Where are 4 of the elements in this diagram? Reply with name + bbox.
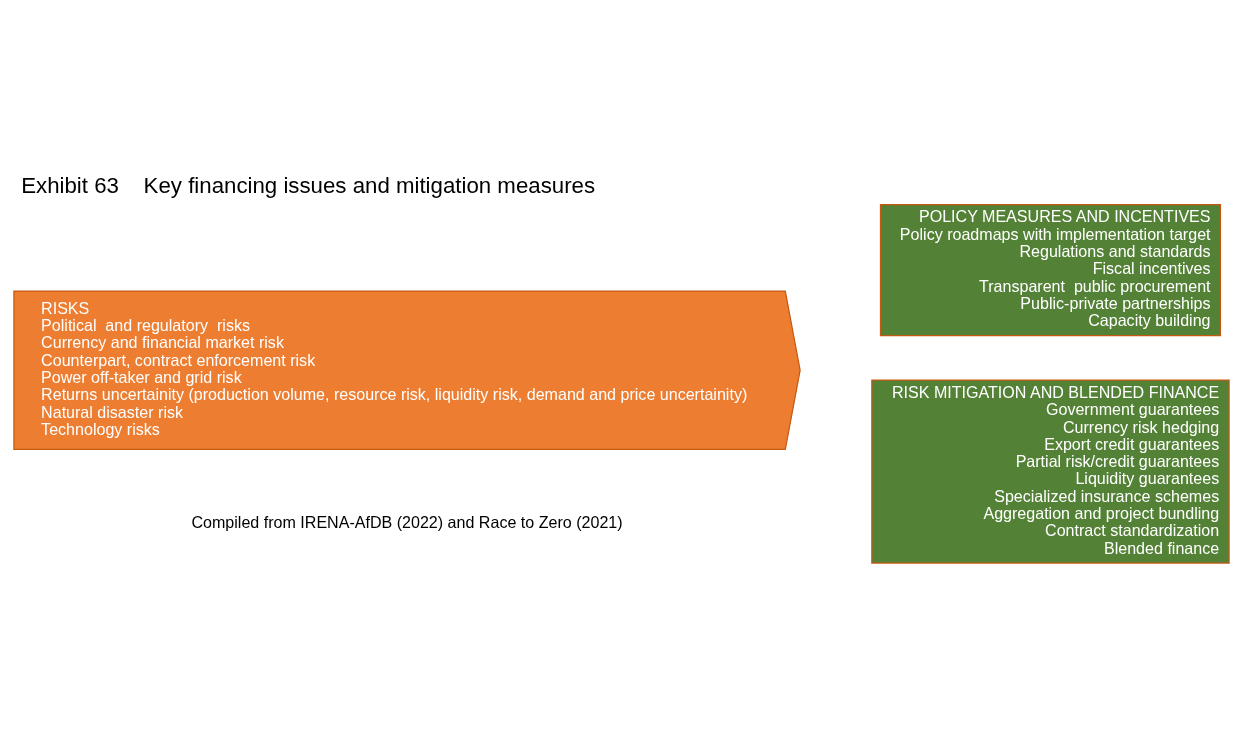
diagram-title: Exhibit 63 Key financing issues and mitigation measures xyxy=(21,172,596,198)
node-box: POLICY MEASURES AND INCENTIVES Policy roadmaps with implementation target Regulations and standards Fiscal incentives Transparent public procurement Public-private partnerships Capacity building xyxy=(879,203,1222,337)
node-box: RISK MITIGATION AND BLENDED FINANCE Government guarantees Currency risk hedging Export credit guarantees Partial risk/credit guarantees Liquidity guarantees Specialized insurance schemes Aggregation and project bundling Contract standardization Blended finance xyxy=(871,379,1230,564)
caption: Compiled from IRENA-AfDB (2022) and Race to Zero (2021) xyxy=(191,512,623,531)
